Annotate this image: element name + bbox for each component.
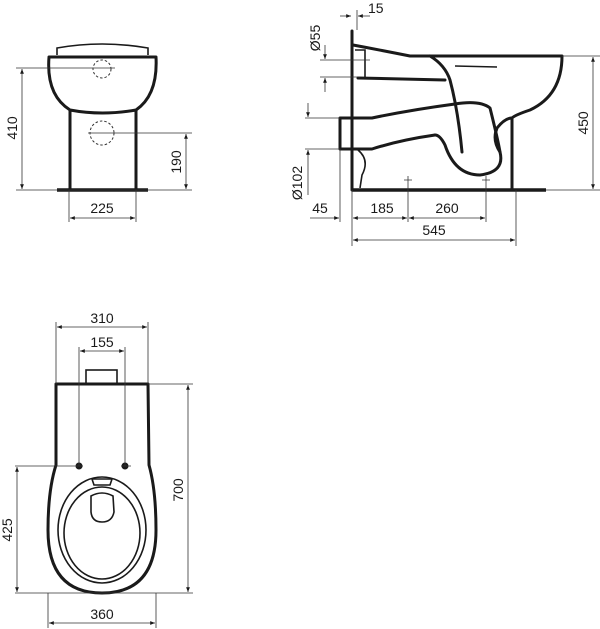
outlet-pipe [338,102,514,154]
dim-155: 155 [90,334,114,350]
hinge [90,478,114,486]
dim-310: 310 [90,310,114,326]
dim-45: 45 [312,200,328,216]
body-outline [46,382,158,595]
tank-connector [85,369,118,385]
side-view: 15 Ø55 Ø102 450 45 185 260 545 [289,0,600,246]
dim-410: 410 [4,116,20,140]
inlet-circle [92,59,112,79]
dim-260: 260 [435,200,459,216]
dim-545: 545 [422,222,446,238]
dim-185: 185 [370,200,394,216]
lid-shape [90,492,115,523]
dim-360: 360 [90,606,114,622]
seat-ring [57,476,147,584]
dim-diameter-102: Ø102 [289,166,305,200]
dim-225: 225 [90,200,114,216]
dim-15: 15 [368,0,384,16]
dim-425: 425 [0,518,15,542]
trap [433,101,503,177]
seat-lid [56,43,149,55]
dim-190: 190 [168,150,184,174]
bowl-rim [351,43,564,192]
bowl-outline [47,55,158,192]
dim-diameter-55: Ø55 [307,25,323,52]
front-view: 410 190 225 [4,43,192,222]
plan-view: 310 155 425 700 360 [0,310,193,628]
dim-450: 450 [575,111,591,135]
dim-700: 700 [170,478,186,502]
